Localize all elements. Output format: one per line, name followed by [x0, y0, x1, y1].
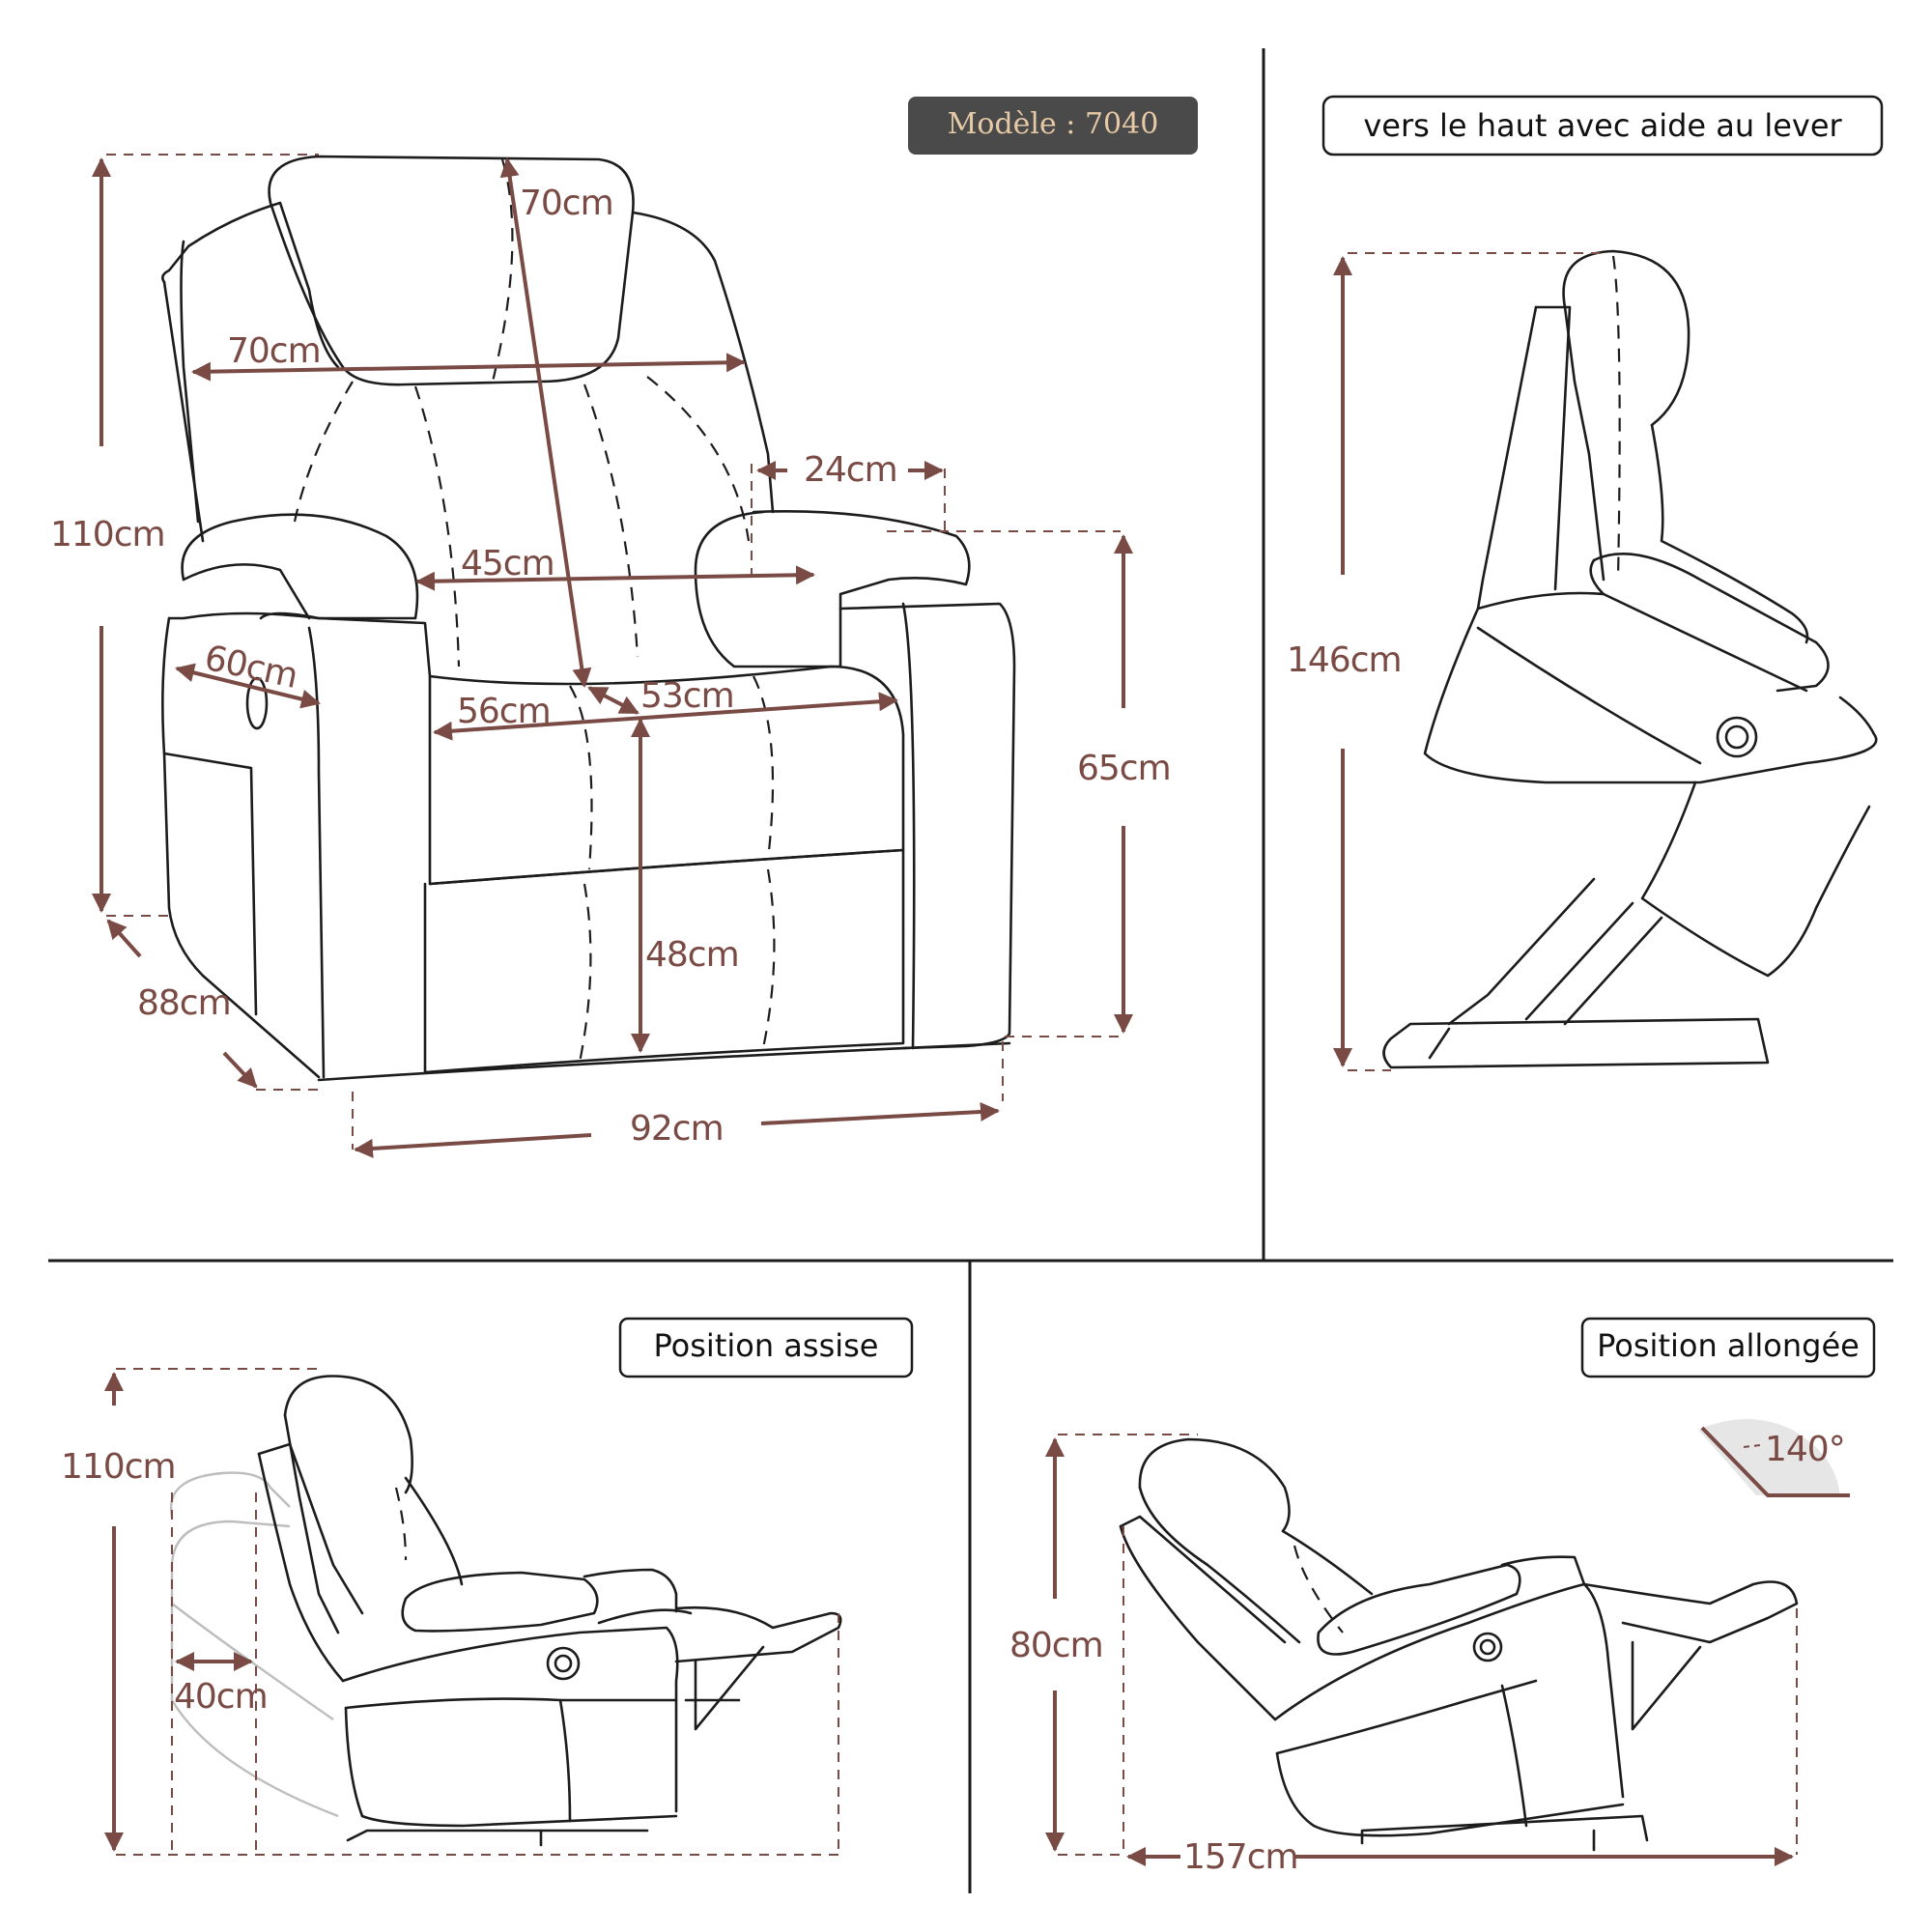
- reclined-chair-drawing: [1119, 1437, 1799, 1852]
- seat-depth-arrow: [587, 686, 639, 715]
- seat-width-label: 56cm: [457, 692, 551, 731]
- arm-depth-arrow: [175, 663, 321, 709]
- seated-view: Position assise: [61, 1317, 914, 1856]
- total-width-arrow-right: [760, 1101, 1000, 1125]
- reclined-view: Position allongée 140°: [1009, 1317, 1876, 1877]
- reclined-length-label: 157cm: [1183, 1837, 1298, 1877]
- lift-badge-label: vers le haut avec aide au lever: [1363, 107, 1842, 144]
- headrest-height-arrow: [499, 157, 592, 688]
- seat-depth-label: 53cm: [640, 676, 734, 716]
- seat-height-label: 48cm: [645, 935, 739, 975]
- lift-height-label: 146cm: [1287, 640, 1402, 680]
- lift-badge: vers le haut avec aide au lever: [1321, 95, 1884, 156]
- seat-width-arrow: [433, 692, 898, 741]
- reclined-badge: Position allongée: [1580, 1317, 1876, 1378]
- total-depth-arrow-down: [222, 1051, 258, 1089]
- total-height-label: 110cm: [50, 515, 165, 554]
- seated-badge-label: Position assise: [654, 1327, 879, 1364]
- arm-height-label: 65cm: [1077, 749, 1171, 788]
- model-badge-label: Modèle : 7040: [948, 107, 1159, 141]
- headrest-width-label: 70cm: [227, 331, 321, 371]
- reclined-angle-label: 140°: [1765, 1430, 1845, 1469]
- armrest-width-label: 24cm: [804, 450, 897, 490]
- front-chair-drawing: [161, 155, 1016, 1082]
- seated-chair-drawing: [169, 1375, 842, 1847]
- reclined-height-label: 80cm: [1009, 1626, 1103, 1665]
- total-width-label: 92cm: [630, 1109, 724, 1149]
- wall-gap-label: 40cm: [174, 1677, 268, 1717]
- lift-view: vers le haut avec aide au lever: [1287, 95, 1884, 1071]
- backrest-width-arrow: [415, 565, 815, 591]
- seated-height-label: 110cm: [61, 1447, 176, 1487]
- front-view-chair: Modèle : 7040: [50, 97, 1198, 1158]
- total-depth-arrow-up: [106, 919, 142, 958]
- lift-chair-drawing: [1382, 249, 1878, 1069]
- headrest-width-arrow: [191, 353, 746, 382]
- reclined-badge-label: Position allongée: [1597, 1327, 1860, 1364]
- headrest-height-label: 70cm: [520, 184, 613, 223]
- seated-badge: Position assise: [618, 1317, 914, 1378]
- backrest-width-label: 45cm: [461, 544, 554, 583]
- total-width-arrow-left: [354, 1133, 592, 1158]
- total-depth-label: 88cm: [137, 983, 231, 1023]
- model-badge: Modèle : 7040: [908, 97, 1198, 155]
- reclined-angle-indicator: 140°: [1698, 1419, 1850, 1497]
